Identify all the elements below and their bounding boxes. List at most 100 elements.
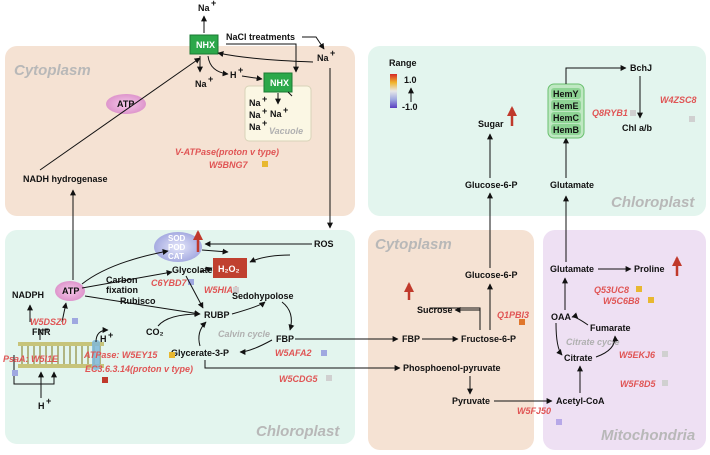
marker-c6ybd7 <box>188 279 194 285</box>
arrow-ros-to-h2o2 <box>249 254 291 263</box>
range-min-label: -1.0 <box>402 102 418 112</box>
vacuole-na-4-plus: + <box>262 118 267 128</box>
atp-top-label: ATP <box>117 99 134 109</box>
na-right-plus: + <box>330 48 335 58</box>
hemb-label: HemB <box>553 125 580 135</box>
arrow-nhx1-to-h <box>207 55 229 77</box>
region-label-cytoplasm-top: Cytoplasm <box>14 62 91 79</box>
gene-vatpase: V-ATPase(proton v type) <box>175 147 279 157</box>
na-small-plus: + <box>208 74 213 84</box>
glycolate-label: Glycolate <box>172 265 213 275</box>
fnr-label: FNR <box>32 327 51 337</box>
gene-w5hia9: W5HIA9 <box>204 285 238 295</box>
vacuole-na-1: Na <box>249 98 261 108</box>
chl-ab-label: Chl a/b <box>622 123 653 133</box>
range-max-label: 1.0 <box>404 75 417 85</box>
marker-ec3 <box>102 377 108 383</box>
nadh-hydrogenase-label: NADH hydrogenase <box>23 174 108 184</box>
arrow-nhx1-to-nhx2 <box>226 43 299 73</box>
gene-w5fj50: W5FJ50 <box>517 406 551 416</box>
glycerate-label: Glycerate-3-P <box>171 348 229 358</box>
na-right-label: Na <box>317 53 329 63</box>
range-gradient-bar <box>390 74 397 108</box>
arrow-nadh-to-nhx <box>39 57 201 171</box>
h2o2-box <box>213 258 247 278</box>
chloroplast-right-region <box>368 46 706 216</box>
vacuole-na-2-plus: + <box>283 105 288 115</box>
glutamate-mito-label: Glutamate <box>550 264 594 274</box>
gene-w5c6b8: W5C6B8 <box>603 296 640 306</box>
carbon-label: Carbon <box>106 275 138 285</box>
acetyl-coa-label: Acetyl-CoA <box>556 396 605 406</box>
nhx-transporter-2 <box>263 72 293 93</box>
arrow-glycolate-to-h2o2 <box>199 266 213 273</box>
gene-w5bng7: W5BNG7 <box>209 160 248 170</box>
arrow-hem-to-bchj <box>565 65 627 84</box>
sod-label: SOD <box>168 234 186 243</box>
gene-c6ybd7: C6YBD7 <box>151 278 188 288</box>
h-left-plus: + <box>108 330 113 340</box>
h-plus-top-sup: + <box>238 65 243 75</box>
sugar-label: Sugar <box>478 119 504 129</box>
pod-label: POD <box>168 243 186 252</box>
gene-q1pbi3: Q1PBI3 <box>497 310 529 320</box>
glutamate-chl-label: Glutamate <box>550 180 594 190</box>
hemc-label: HemC <box>553 113 580 123</box>
co2-label: CO₂ <box>146 327 164 337</box>
glucose-mid-label: Glucose-6-P <box>465 270 518 280</box>
marker-w5ekj6 <box>662 351 668 357</box>
h2o2-label: H₂O₂ <box>218 264 240 274</box>
marker-w4zsc8 <box>689 116 695 122</box>
marker-w5cdg5 <box>326 375 332 381</box>
vacuole-na-3-plus: + <box>262 106 267 116</box>
arrow-glycerate-to-pep <box>204 360 401 371</box>
h-plus-top: H <box>230 70 237 80</box>
region-label-chloroplast-right: Chloroplast <box>611 194 695 211</box>
gene-w5ekj6: W5EKJ6 <box>619 350 656 360</box>
chloroplast-left-region <box>5 230 355 444</box>
sucrose-label: Sucrose <box>417 305 453 315</box>
atp-left-ellipse <box>55 281 85 301</box>
nhx-transporter-1 <box>189 34 219 55</box>
thylakoid-membrane <box>18 340 104 370</box>
glucose-top-label: Glucose-6-P <box>465 180 518 190</box>
vacuole-na-1-plus: + <box>262 94 267 104</box>
arrow-atp-to-glycolate <box>81 270 173 289</box>
arrow-rubp-to-glycolate <box>185 275 204 309</box>
marker-w5f8d5 <box>662 380 668 386</box>
vacuole-na-2: Na <box>270 109 282 119</box>
calvin-cycle-label: Calvin cycle <box>218 329 270 339</box>
marker-atpase <box>169 352 175 358</box>
bchj-label: BchJ <box>630 63 652 73</box>
gene-psaa: PsaA: W5I1E <box>3 354 59 364</box>
fructose-label: Fructose-6-P <box>461 334 516 344</box>
marker-w5c6b8 <box>648 297 654 303</box>
gene-w5afa2: W5AFA2 <box>275 348 312 358</box>
gene-q53uc8: Q53UC8 <box>594 285 629 295</box>
region-label-chloroplast-left: Chloroplast <box>256 423 340 440</box>
fbp-left-label: FBP <box>276 334 294 344</box>
arrow-atpase-to-atp <box>61 302 68 323</box>
arrow-sedo-to-fbp <box>281 301 295 331</box>
hemy-label: HemY <box>553 89 579 99</box>
arrow-citrate-to-fumarate <box>595 335 619 358</box>
nhx2-tick <box>287 91 293 97</box>
ros-label: ROS <box>314 239 334 249</box>
marker-q8ryb1 <box>630 110 636 116</box>
nhx-label-1: NHX <box>196 40 215 50</box>
arrow-nacl <box>302 36 325 50</box>
na-top-plus: + <box>211 0 216 8</box>
rubisco-label: Rubisco <box>120 296 156 306</box>
arrow-h-to-nhx2 <box>241 75 263 82</box>
gene-q8ryb1: Q8RYB1 <box>592 108 628 118</box>
vacuole-na-3: Na <box>249 110 261 120</box>
marker-w5afa2 <box>321 350 327 356</box>
h-bottom-plus: + <box>46 396 51 406</box>
gene-w5dsz0: W5DSZ0 <box>30 317 67 327</box>
rubp-label: RUBP <box>204 310 230 320</box>
arrow-membrane-loop <box>13 355 57 385</box>
sedohypolose-label: Sedohypolose <box>232 291 294 301</box>
marker-psaa <box>12 370 18 376</box>
h-left-label: H <box>100 334 107 344</box>
